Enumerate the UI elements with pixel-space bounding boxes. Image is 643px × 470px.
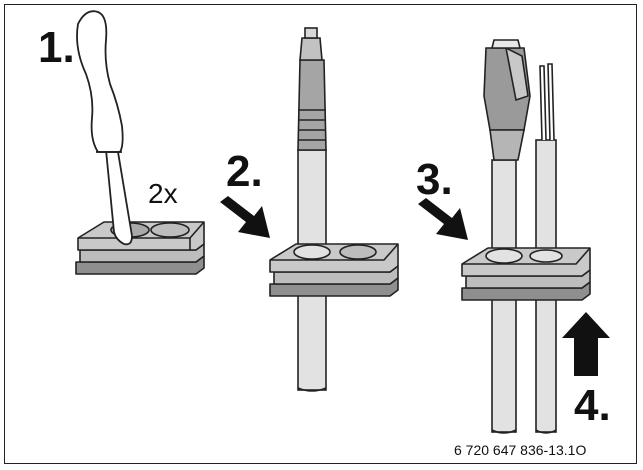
push-arrow-2 — [220, 196, 270, 238]
repeat-count-label: 2x — [148, 178, 178, 209]
push-arrow-3 — [418, 198, 468, 240]
step-3-label: 3. — [416, 155, 453, 204]
figure-id: 6 720 647 836-13.1O — [454, 442, 587, 458]
figure-border — [4, 4, 637, 464]
cable-2 — [297, 27, 327, 392]
cables-3 — [483, 39, 557, 434]
step-4-label: 4. — [574, 381, 611, 430]
grommet-panel-3 — [461, 247, 591, 301]
grommet-panel-1 — [75, 221, 205, 275]
step-2-label: 2. — [226, 147, 263, 196]
push-up-arrow-4 — [562, 312, 610, 376]
knife — [76, 10, 133, 246]
grommet-panel-2 — [269, 243, 399, 297]
step-1-label: 1. — [38, 23, 75, 72]
